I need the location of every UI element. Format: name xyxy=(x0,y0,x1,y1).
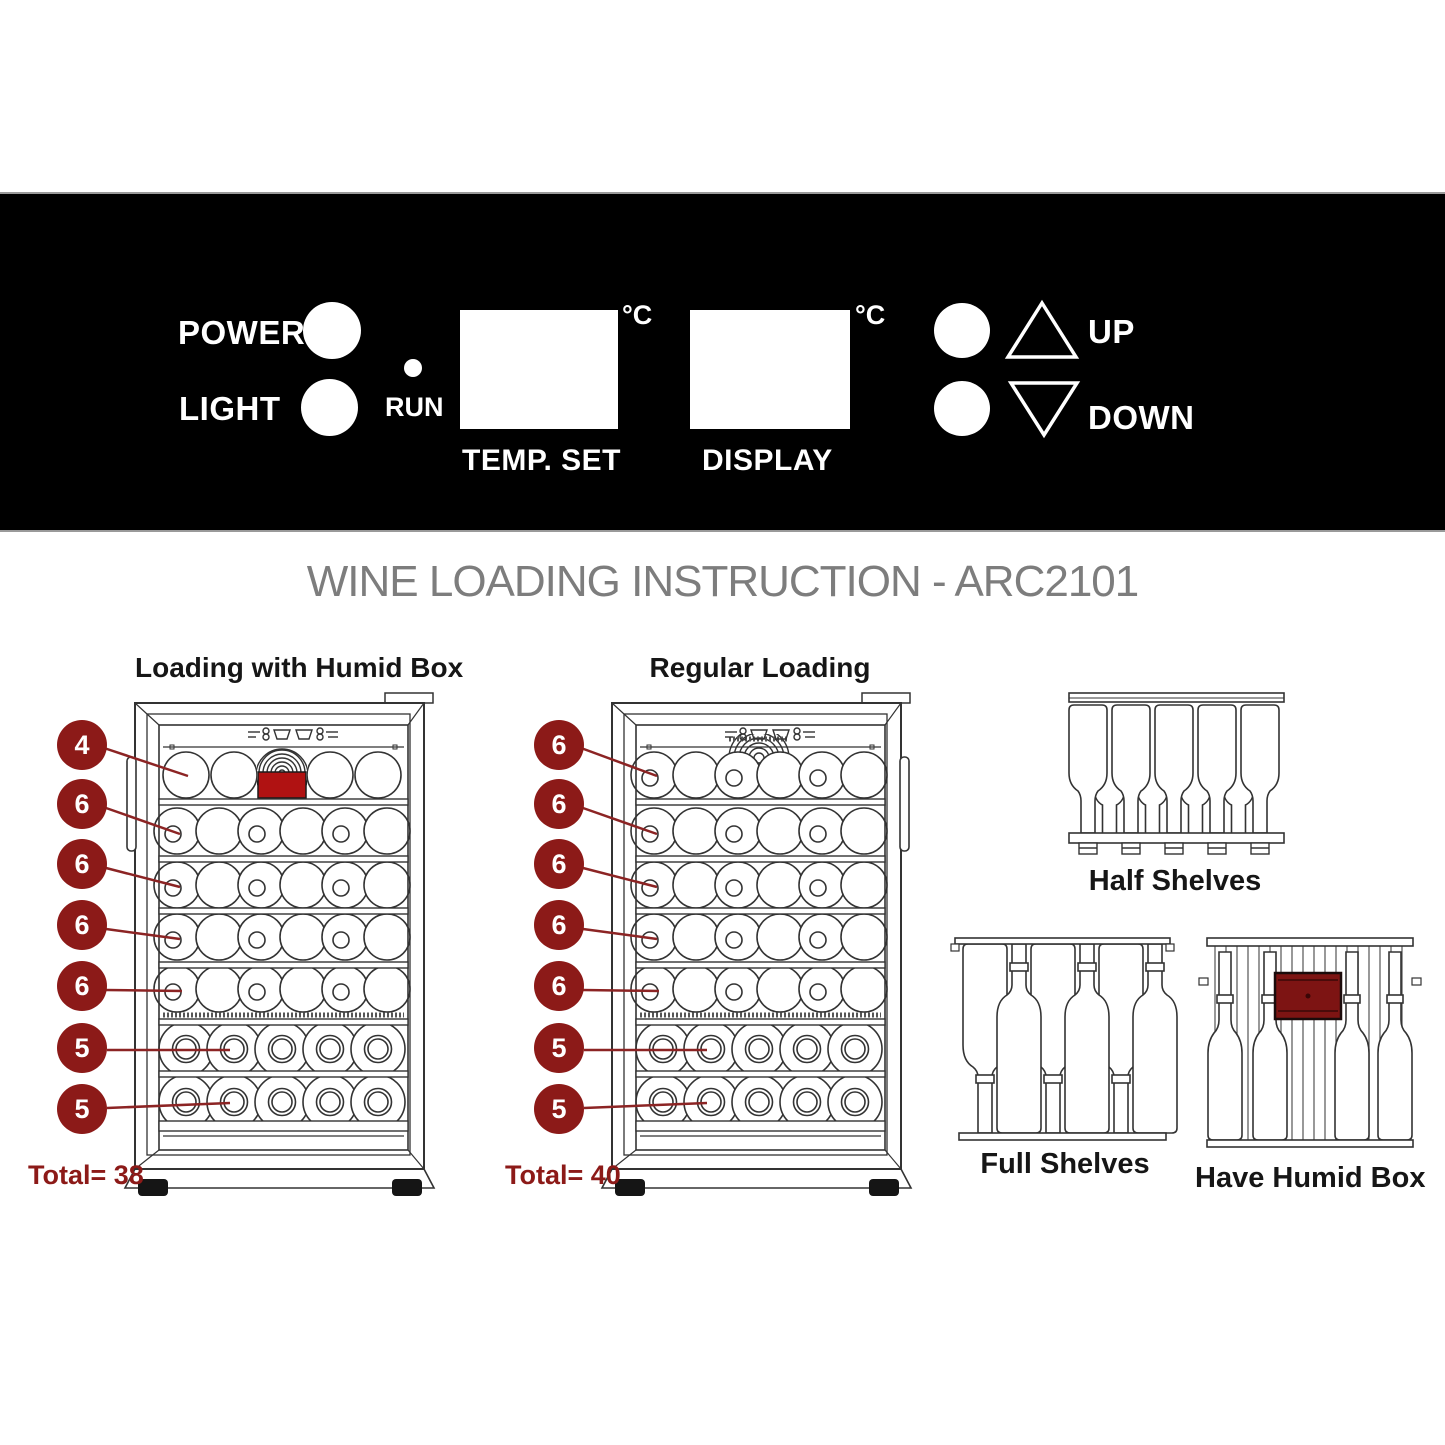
row-count-value: 4 xyxy=(74,730,89,760)
light-label: LIGHT xyxy=(179,390,281,427)
row-count-badge xyxy=(534,779,584,829)
shelf-row xyxy=(153,807,411,855)
row-count-badge xyxy=(57,839,107,889)
row-count-value: 6 xyxy=(551,971,566,1001)
up-button[interactable] xyxy=(934,303,990,358)
up-arrow-icon xyxy=(1004,299,1080,359)
humid-box xyxy=(1273,971,1343,1021)
down-button[interactable] xyxy=(934,381,990,436)
full-shelves-diagram xyxy=(950,937,1178,1141)
humid-loading-diagram: 4 6 6 6 6 5 5 xyxy=(57,690,450,1220)
regular-loading-heading: Regular Loading xyxy=(649,652,871,683)
shelf-row xyxy=(630,807,888,855)
shelf-row xyxy=(630,965,888,1013)
power-button[interactable] xyxy=(303,302,361,359)
row-count-badge xyxy=(57,900,107,950)
row-count-badges: 4 6 6 6 6 5 5 xyxy=(57,720,107,1134)
shelf-row xyxy=(630,861,888,909)
door-handle xyxy=(126,756,137,852)
row-count-value: 6 xyxy=(74,971,89,1001)
row-count-value: 6 xyxy=(551,910,566,940)
shelf-row xyxy=(630,913,888,961)
row-count-badge xyxy=(57,1023,107,1073)
shelf-row xyxy=(153,861,411,909)
row-count-value: 5 xyxy=(551,1094,566,1124)
temp-set-unit: °C xyxy=(622,300,653,330)
row-count-value: 6 xyxy=(74,789,89,819)
humid-loading-total: Total= 38 xyxy=(28,1160,144,1190)
regular-loading-diagram: 6 6 6 6 6 5 5 xyxy=(534,690,927,1220)
row-count-badge xyxy=(534,720,584,770)
row-count-badge xyxy=(534,839,584,889)
down-arrow-icon xyxy=(1007,381,1081,439)
humid-loading-heading: Loading with Humid Box xyxy=(135,652,464,683)
row-count-value: 6 xyxy=(551,849,566,879)
run-indicator xyxy=(404,359,422,377)
row-count-badges: 6 6 6 6 6 5 5 xyxy=(534,720,584,1134)
row-count-badge xyxy=(534,900,584,950)
row-count-value: 5 xyxy=(551,1033,566,1063)
row-count-badge xyxy=(57,720,107,770)
light-button[interactable] xyxy=(301,379,358,436)
down-label: DOWN xyxy=(1088,399,1195,436)
up-label: UP xyxy=(1088,313,1135,350)
shelf-row xyxy=(153,913,411,961)
row-count-value: 5 xyxy=(74,1094,89,1124)
row-count-value: 5 xyxy=(74,1033,89,1063)
humid-box-diagram xyxy=(1198,937,1422,1148)
run-label: RUN xyxy=(385,392,444,422)
badge-leader-lines xyxy=(580,746,708,1110)
row-count-badge xyxy=(57,961,107,1011)
control-panel: POWER LIGHT RUN °C TEMP. SET °C DISPLAY … xyxy=(0,192,1445,532)
full-shelves-label: Full Shelves xyxy=(980,1148,1150,1180)
shelf-row xyxy=(630,751,888,799)
row-count-badge xyxy=(534,961,584,1011)
row-count-badge xyxy=(57,1084,107,1134)
temp-set-label: TEMP. SET xyxy=(462,444,621,477)
row-count-value: 6 xyxy=(74,849,89,879)
half-shelves-label: Half Shelves xyxy=(1088,865,1262,897)
door-handle xyxy=(899,756,910,852)
page-title: WINE LOADING INSTRUCTION - ARC2101 xyxy=(306,557,1139,606)
row-count-badge xyxy=(534,1084,584,1134)
temp-set-display xyxy=(460,310,618,429)
regular-loading-total: Total= 40 xyxy=(505,1160,621,1190)
row-count-value: 6 xyxy=(74,910,89,940)
power-label: POWER xyxy=(178,314,306,351)
temp-display-label: DISPLAY xyxy=(702,444,833,477)
half-shelves-diagram xyxy=(1068,692,1285,855)
temp-display-unit: °C xyxy=(855,300,886,330)
humid-box xyxy=(257,771,307,799)
row-count-badge xyxy=(57,779,107,829)
humid-box-label: Have Humid Box xyxy=(1195,1162,1426,1194)
row-count-value: 6 xyxy=(551,789,566,819)
temp-display xyxy=(690,310,850,429)
shelf-row xyxy=(153,965,411,1013)
row-count-badge xyxy=(534,1023,584,1073)
row-count-value: 6 xyxy=(551,730,566,760)
badge-leader-lines xyxy=(103,746,231,1110)
